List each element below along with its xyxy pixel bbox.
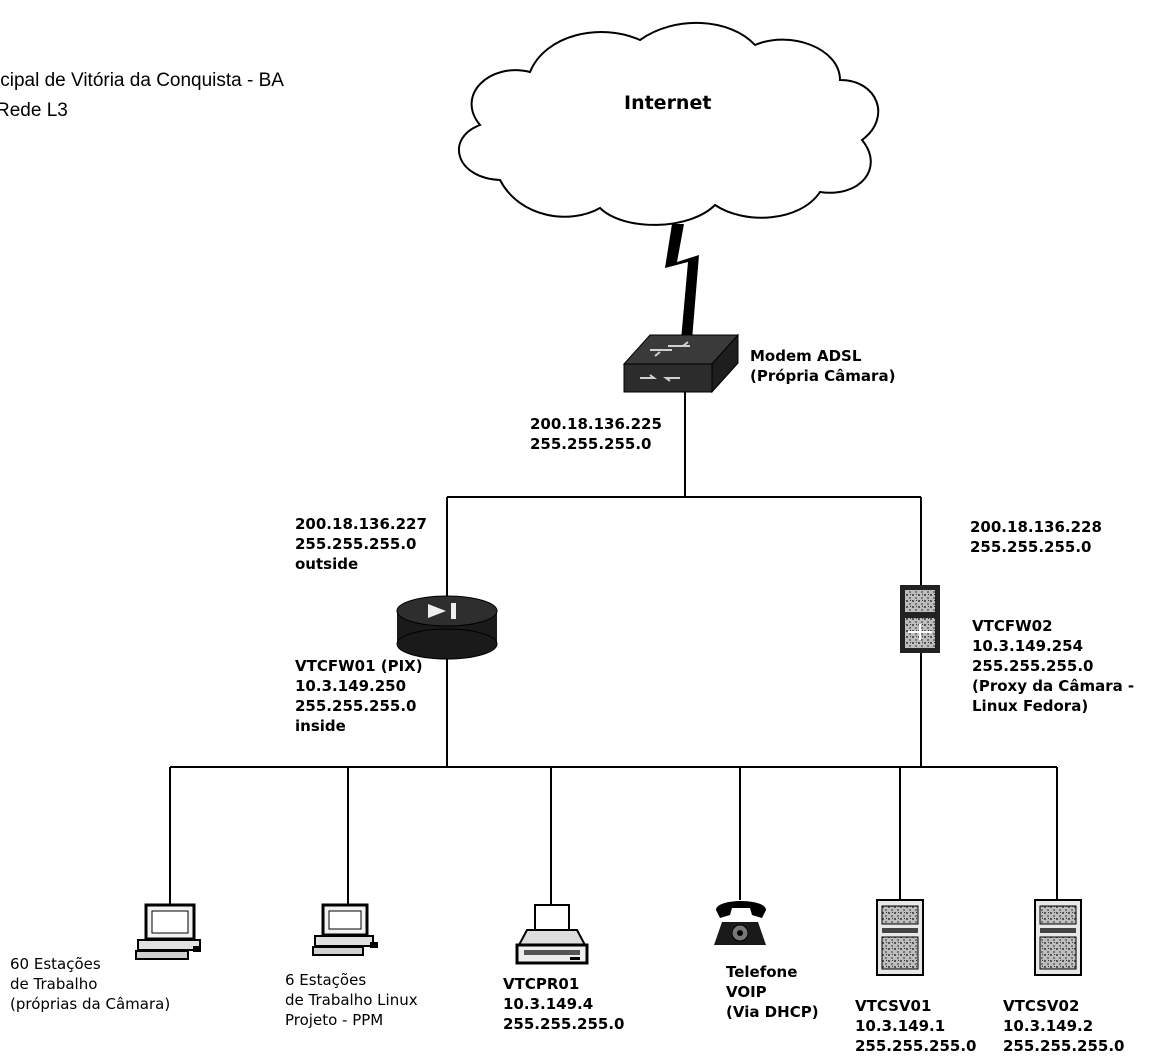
fw01-inside-label: VTCFW01 (PIX) 10.3.149.250 255.255.255.0… [295, 657, 423, 735]
server-icon [876, 899, 924, 976]
network-links [169, 390, 1058, 905]
modem-ip-label: 200.18.136.225 255.255.255.0 [530, 415, 662, 453]
fw01-outside-label: 200.18.136.227 255.255.255.0 outside [295, 515, 427, 573]
fw02-outside-label: 200.18.136.228 255.255.255.0 [970, 518, 1102, 556]
fw02-inside-label: VTCFW02 10.3.149.254 255.255.255.0 (Prox… [972, 617, 1135, 715]
diagram-title: icipal de Vitória da Conquista - BA [0, 70, 284, 91]
cloud-icon [457, 22, 880, 226]
lightning-icon [665, 224, 699, 340]
workstations-60-label: 60 Estações de Trabalho (próprias da Câm… [10, 955, 171, 1013]
printer-icon [515, 904, 589, 965]
server-sv01-label: VTCSV01 10.3.149.1 255.255.255.0 [855, 997, 977, 1055]
phone-label: Telefone VOIP (Via DHCP) [726, 963, 819, 1021]
router-icon [396, 595, 498, 660]
telephone-icon [714, 901, 766, 945]
firewall-icon [900, 585, 940, 653]
server-icon [1034, 899, 1082, 976]
workstation-icon [312, 903, 378, 956]
server-sv02-label: VTCSV02 10.3.149.2 255.255.255.0 [1003, 997, 1125, 1055]
workstations-linux-label: 6 Estações de Trabalho Linux Projeto - P… [285, 971, 418, 1029]
diagram-subtitle: Rede L3 [0, 100, 68, 121]
printer-label: VTCPR01 10.3.149.4 255.255.255.0 [503, 975, 625, 1033]
workstation-icon [135, 903, 201, 960]
modem-label: Modem ADSL (Própria Câmara) [750, 347, 896, 385]
internet-label: Internet [624, 92, 712, 114]
switch-icon [622, 333, 740, 394]
